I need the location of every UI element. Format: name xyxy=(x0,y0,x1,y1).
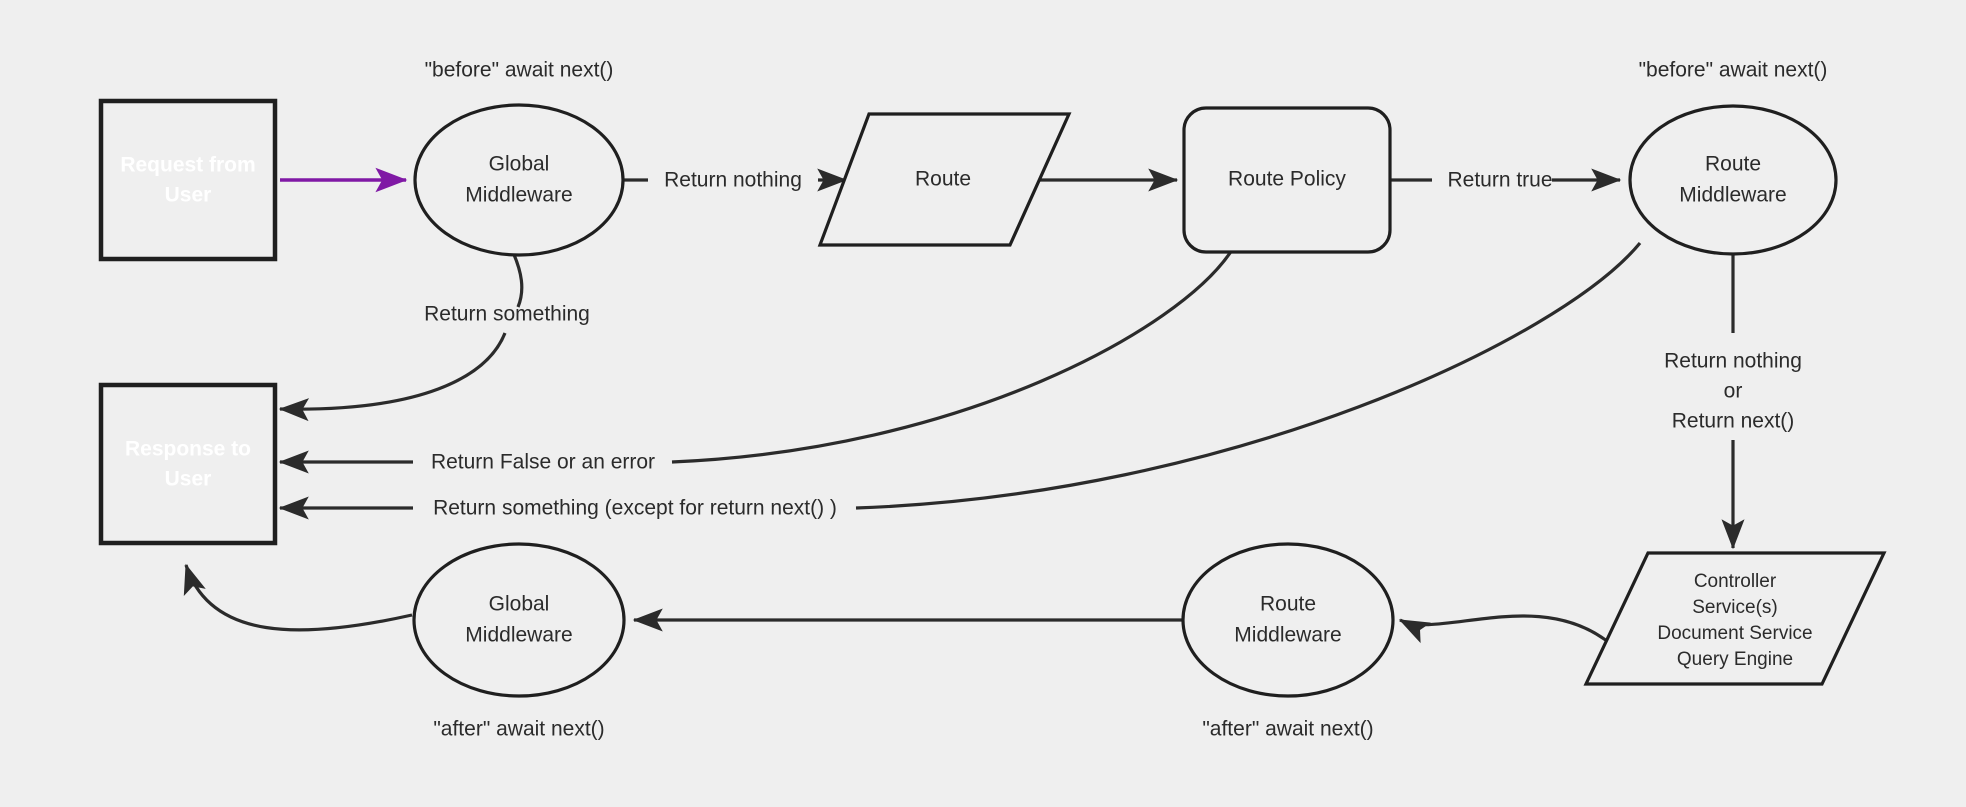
route-middleware-bottom-label-line1: Route xyxy=(1260,593,1316,616)
edge-controller-to-route-middleware-bottom xyxy=(1398,614,1614,647)
route-middleware-top-label-line1: Route xyxy=(1705,153,1761,176)
route-parallelogram[interactable] xyxy=(817,112,1072,247)
route-label: Route xyxy=(915,168,971,191)
global-middleware-top-label-line2: Middleware xyxy=(465,184,572,207)
edge-route-mw-to-except-label xyxy=(855,241,1642,510)
node-controller-stack[interactable]: Controller Service(s) Document Service Q… xyxy=(1583,551,1887,686)
edge-label-return-true: Return true xyxy=(1447,169,1552,192)
edge-label-return-something: Return something xyxy=(424,303,590,326)
controller-stack-label-line2: Service(s) xyxy=(1692,597,1778,618)
controller-stack-label-line4: Query Engine xyxy=(1677,649,1793,670)
edge-label-return-something-except-next: Return something (except for return next… xyxy=(433,497,837,520)
annotation-before-await-next-left: "before" await next() xyxy=(425,59,614,82)
edge-label-return-nothing-or-next-line2: or xyxy=(1724,380,1743,403)
response-to-user-label-line1: Response to xyxy=(125,438,251,461)
edge-gm-return-something-to-response xyxy=(278,332,507,422)
node-route[interactable]: Route xyxy=(817,112,1072,247)
controller-stack-parallelogram[interactable] xyxy=(1583,551,1887,686)
edge-label-return-nothing: Return nothing xyxy=(664,169,802,192)
controller-stack-label-line3: Document Service xyxy=(1657,623,1812,644)
annotation-after-await-next-right: "after" await next() xyxy=(1202,718,1373,741)
global-middleware-top-ellipse[interactable] xyxy=(413,103,625,257)
route-policy-label: Route Policy xyxy=(1228,168,1346,191)
response-to-user-box[interactable] xyxy=(98,382,278,546)
route-middleware-bottom-ellipse[interactable] xyxy=(1181,542,1395,698)
route-middleware-bottom-label-line2: Middleware xyxy=(1234,624,1341,647)
node-route-middleware-bottom[interactable]: Route Middleware xyxy=(1181,542,1395,698)
global-middleware-bottom-label-line2: Middleware xyxy=(465,624,572,647)
route-middleware-top-label-line2: Middleware xyxy=(1679,184,1786,207)
global-middleware-bottom-label-line1: Global xyxy=(489,593,550,616)
request-from-user-label-line2: User xyxy=(165,184,212,207)
request-from-user-box[interactable] xyxy=(98,98,278,262)
edge-route-policy-to-error-label xyxy=(671,249,1234,464)
request-from-user-label-line1: Request from xyxy=(120,154,255,177)
edge-label-return-nothing-or-next-line3: Return next() xyxy=(1672,410,1795,433)
response-to-user-label-line2: User xyxy=(165,468,212,491)
node-request-from-user[interactable]: Request from User xyxy=(98,98,278,262)
global-middleware-bottom-ellipse[interactable] xyxy=(412,542,626,698)
node-response-to-user[interactable]: Response to User xyxy=(98,382,278,546)
global-middleware-top-label-line1: Global xyxy=(489,153,550,176)
node-global-middleware-bottom[interactable]: Global Middleware xyxy=(412,542,626,698)
node-route-policy[interactable]: Route Policy xyxy=(1182,106,1392,254)
annotation-after-await-next-left: "after" await next() xyxy=(433,718,604,741)
edge-label-return-nothing-or-next-line1: Return nothing xyxy=(1664,350,1802,373)
edge-gm-return-something-upper xyxy=(510,249,524,308)
edge-global-mw-bottom-to-response xyxy=(183,563,413,632)
node-global-middleware-top[interactable]: Global Middleware xyxy=(413,103,625,257)
route-policy-box[interactable] xyxy=(1182,106,1392,254)
route-middleware-top-ellipse[interactable] xyxy=(1628,104,1838,256)
annotation-before-await-next-right: "before" await next() xyxy=(1639,59,1828,82)
edge-label-return-false-or-error: Return False or an error xyxy=(431,451,655,474)
controller-stack-label-line1: Controller xyxy=(1694,571,1777,592)
node-route-middleware-top[interactable]: Route Middleware xyxy=(1628,104,1838,256)
